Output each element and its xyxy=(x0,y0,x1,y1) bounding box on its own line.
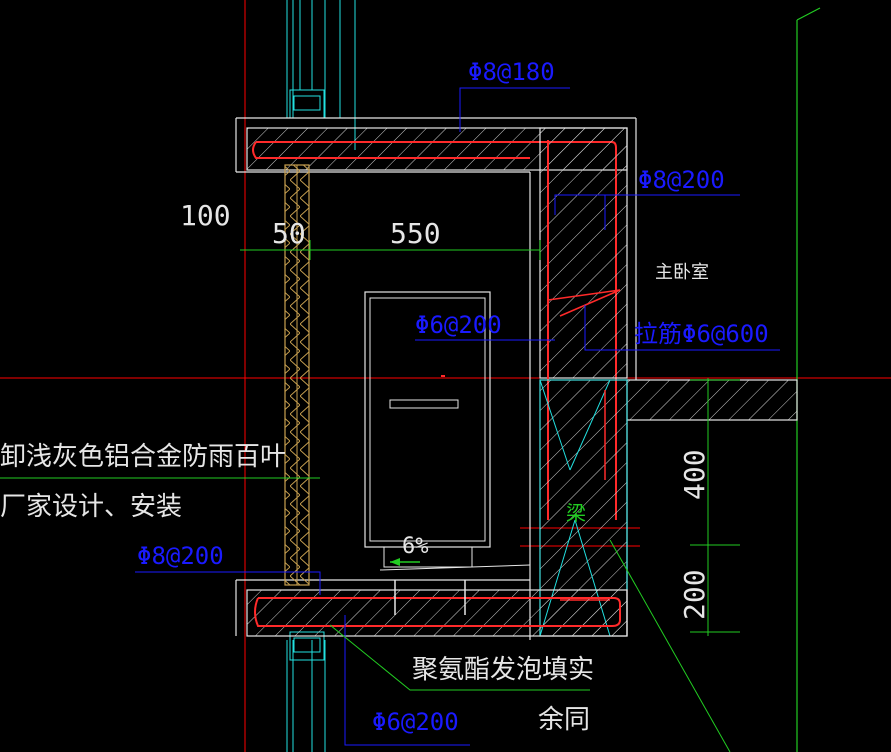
rebar-right-label: Φ8@200 xyxy=(638,166,725,194)
rebar-top-label: Φ8@180 xyxy=(468,58,555,86)
green-leaders xyxy=(0,477,731,752)
rebar-bottom-left-label: Φ8@200 xyxy=(137,542,224,570)
beam-label: 梁 xyxy=(566,501,586,525)
dimension-400: 400 xyxy=(678,449,711,500)
bottom-slab xyxy=(235,564,628,637)
room-name-label: 主卧室 xyxy=(655,262,709,283)
louver-note-line2: 厂家设计、安装 xyxy=(0,492,182,522)
annotations: Φ8@180 Φ8@200 主卧室 Φ6@200 拉筋Φ6@600 100 50… xyxy=(0,58,769,736)
dimension-100: 100 xyxy=(180,199,231,232)
tie-bar-label: 拉筋Φ6@600 xyxy=(634,320,769,348)
dimension-lines xyxy=(240,240,740,636)
leader-lines xyxy=(135,87,780,746)
dimension-200: 200 xyxy=(678,569,711,620)
louver-note-line1: 卸浅灰色铝合金防雨百叶 xyxy=(0,442,286,472)
floor-slab xyxy=(626,379,798,636)
same-rest-note: 余同 xyxy=(538,705,590,735)
foam-note: 聚氨酯发泡填实 xyxy=(412,655,594,685)
right-wall-edge xyxy=(796,7,821,752)
dimension-550: 550 xyxy=(390,217,441,250)
dimension-50: 50 xyxy=(272,217,306,250)
slope-label: 6% xyxy=(402,534,429,559)
window-frame xyxy=(286,0,356,752)
rebar-bottom-label: Φ6@200 xyxy=(372,708,459,736)
rebar-inner-label: Φ6@200 xyxy=(415,311,502,339)
ac-unit xyxy=(364,291,491,568)
louver xyxy=(284,164,310,586)
